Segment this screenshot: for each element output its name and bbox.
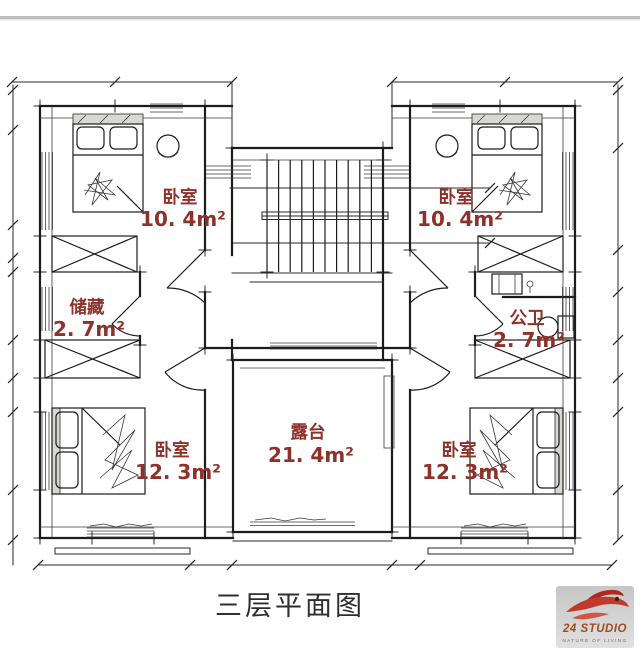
studio-logo: 24 STUDIO NATURE OF LIVING bbox=[556, 586, 634, 648]
svg-text:卧室: 卧室 bbox=[155, 440, 190, 460]
doors bbox=[111, 249, 504, 391]
label-bathroom: 公卫 2. 7m² bbox=[493, 308, 565, 352]
dimension-lines bbox=[6, 76, 624, 571]
bed-top-right bbox=[471, 113, 543, 213]
bed-bottom-left bbox=[51, 407, 146, 495]
bed-bottom-right bbox=[469, 407, 564, 495]
door-bathroom bbox=[474, 295, 504, 337]
door-bedroom-bottom-right bbox=[409, 347, 451, 391]
stair-landing bbox=[231, 272, 393, 283]
room-labels: 卧室 10. 4m² 卧室 10. 4m² 储藏 2. 7m² 公卫 2. 7m… bbox=[53, 187, 565, 484]
svg-text:露台: 露台 bbox=[291, 422, 326, 442]
label-terrace: 露台 21. 4m² bbox=[268, 422, 354, 467]
sink bbox=[491, 273, 523, 295]
label-bedroom-top-left: 卧室 10. 4m² bbox=[140, 187, 226, 231]
staircase bbox=[231, 160, 393, 283]
label-bedroom-bottom-right: 卧室 12. 3m² bbox=[422, 440, 508, 484]
wardrobes bbox=[44, 235, 571, 379]
windows bbox=[41, 103, 574, 538]
svg-text:公卫: 公卫 bbox=[510, 308, 545, 328]
round-table-top-left bbox=[156, 134, 180, 158]
svg-text:卧室: 卧室 bbox=[163, 187, 198, 207]
door-bedroom-bottom-left bbox=[164, 347, 206, 391]
floor-drain bbox=[526, 280, 534, 288]
label-bedroom-top-right: 卧室 10. 4m² bbox=[417, 187, 503, 231]
door-bedroom-top-left bbox=[166, 249, 206, 304]
label-storage: 储藏 2. 7m² bbox=[53, 297, 125, 341]
svg-text:卧室: 卧室 bbox=[439, 187, 474, 207]
svg-text:2. 7m²: 2. 7m² bbox=[53, 317, 125, 341]
svg-text:储藏: 储藏 bbox=[70, 297, 105, 317]
stair-handrail bbox=[261, 211, 389, 220]
round-table-top-right bbox=[435, 134, 459, 158]
wardrobe-box bbox=[51, 235, 138, 273]
eave-lines bbox=[54, 540, 574, 555]
logo-tagline-text: NATURE OF LIVING bbox=[562, 638, 627, 644]
wardrobe-box bbox=[44, 339, 141, 379]
bed-top-left bbox=[72, 113, 144, 213]
svg-text:10. 4m²: 10. 4m² bbox=[417, 207, 503, 231]
logo-brand-text: 24 STUDIO bbox=[562, 623, 627, 635]
bathroom-fixtures bbox=[491, 273, 575, 339]
wardrobe-box bbox=[477, 235, 564, 273]
svg-text:10. 4m²: 10. 4m² bbox=[140, 207, 226, 231]
round-table-shadow bbox=[436, 151, 458, 158]
door-storage bbox=[111, 295, 141, 337]
svg-text:12. 3m²: 12. 3m² bbox=[135, 460, 221, 484]
wardrobe-box bbox=[474, 339, 571, 379]
svg-text:12. 3m²: 12. 3m² bbox=[422, 460, 508, 484]
round-table-shadow bbox=[157, 151, 179, 158]
label-bedroom-bottom-left: 卧室 12. 3m² bbox=[135, 440, 221, 484]
plan-title: 三层平面图 bbox=[215, 591, 365, 621]
door-bedroom-top-right bbox=[409, 249, 449, 304]
logo-swoosh-icon bbox=[566, 589, 629, 620]
page-divider bbox=[0, 16, 640, 21]
svg-text:21. 4m²: 21. 4m² bbox=[268, 443, 354, 467]
svg-text:2. 7m²: 2. 7m² bbox=[493, 328, 565, 352]
svg-text:卧室: 卧室 bbox=[442, 440, 477, 460]
